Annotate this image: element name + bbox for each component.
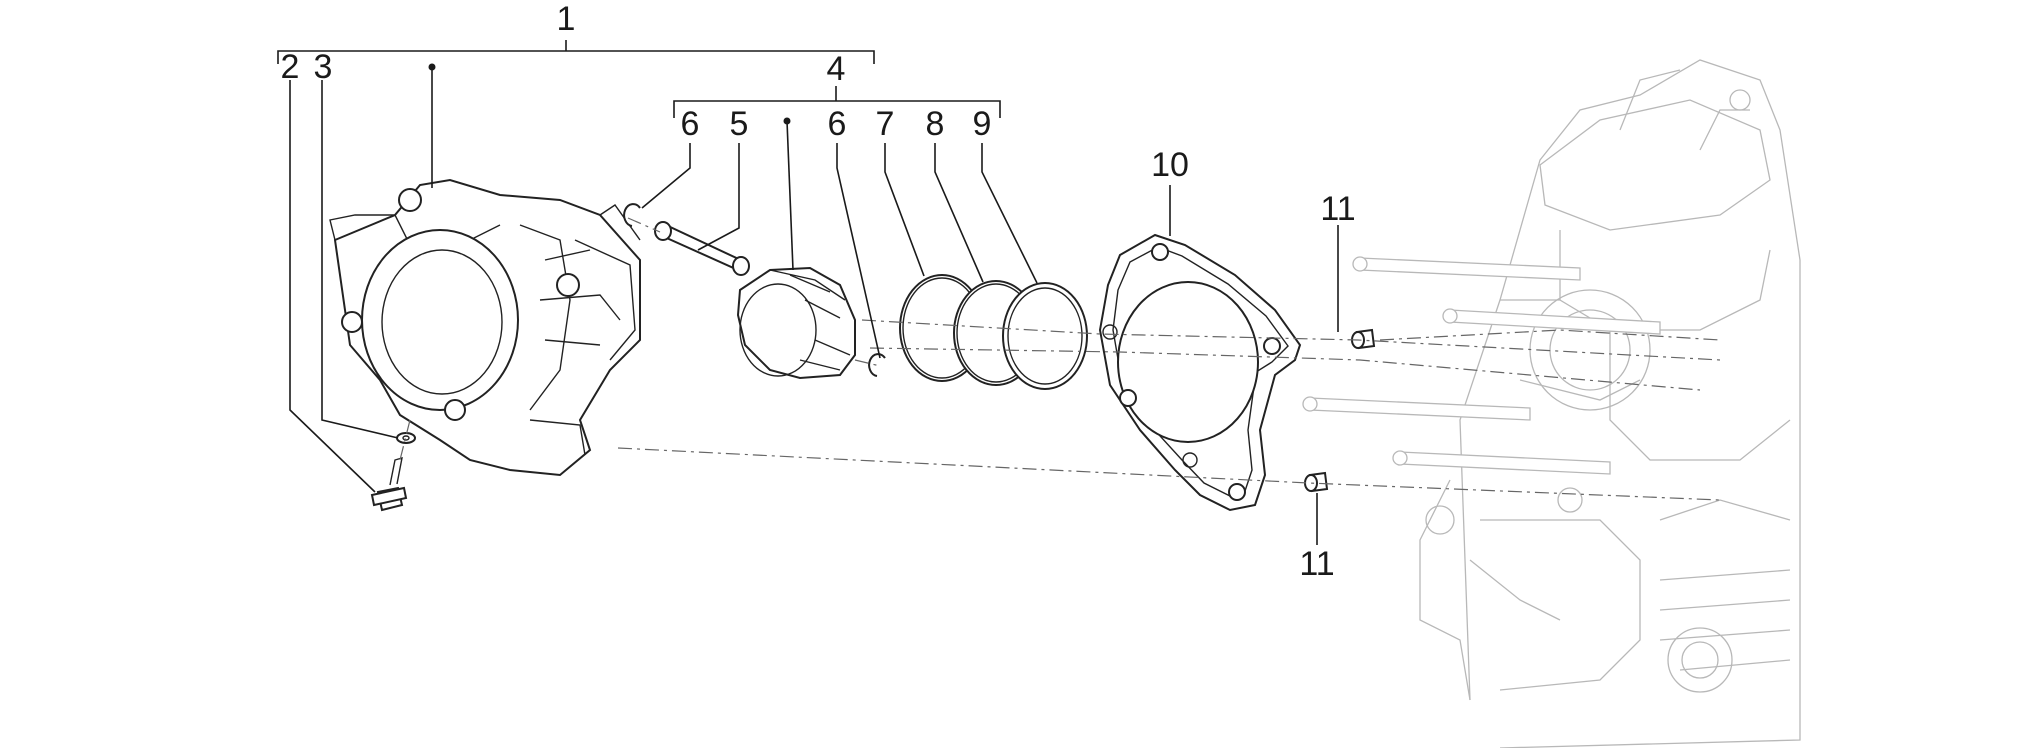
circlip-right bbox=[868, 353, 886, 377]
cylinder-gasket bbox=[1098, 233, 1302, 512]
callout-1: 1 bbox=[557, 0, 576, 38]
cylinder bbox=[329, 178, 641, 477]
callout-6-right: 6 bbox=[828, 105, 847, 143]
callout-7: 7 bbox=[876, 105, 895, 143]
callout-2: 2 bbox=[281, 48, 300, 86]
callout-labels: 1 2 3 4 6 5 6 7 8 9 10 11 11 bbox=[281, 0, 1356, 583]
dowel-upper bbox=[1351, 328, 1376, 350]
callout-4: 4 bbox=[827, 50, 846, 88]
callout-11-upper: 11 bbox=[1320, 190, 1355, 228]
engine-block-background bbox=[1302, 59, 1801, 748]
callout-6-left: 6 bbox=[681, 105, 700, 143]
callout-10: 10 bbox=[1151, 146, 1189, 184]
callout-8: 8 bbox=[926, 105, 945, 143]
piston bbox=[736, 266, 856, 380]
callout-11-lower: 11 bbox=[1299, 545, 1334, 583]
washer bbox=[396, 432, 416, 444]
bolt bbox=[370, 457, 408, 512]
callout-5: 5 bbox=[730, 105, 749, 143]
callout-9: 9 bbox=[973, 105, 992, 143]
piston-ring-9 bbox=[1002, 282, 1088, 390]
assembly-centerlines bbox=[399, 217, 1721, 501]
callout-3: 3 bbox=[314, 48, 333, 86]
circlip-left bbox=[623, 203, 641, 227]
dowel-lower bbox=[1304, 471, 1329, 493]
callout-leaders bbox=[277, 40, 1339, 545]
